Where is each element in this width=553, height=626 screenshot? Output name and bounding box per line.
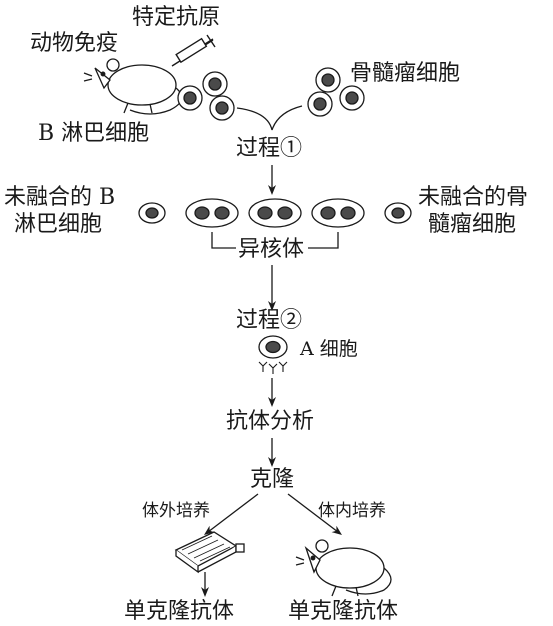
heterokaryon-bracket (211, 232, 339, 249)
unfused-myeloma-cell (384, 202, 412, 224)
antigen-label: 特定抗原 (132, 5, 220, 30)
culture-flask-icon (174, 531, 245, 574)
antibody-analysis-label: 抗体分析 (226, 409, 314, 434)
unfused-b-cell (138, 202, 166, 224)
b-lymphocyte-cells (177, 71, 235, 121)
unfused-b-label-line1: 未融合的 B (4, 185, 115, 210)
in-vivo-culture-label: 体内培养 (318, 501, 386, 521)
process-2-label: 过程② (236, 308, 302, 333)
process-1-label: 过程① (236, 136, 302, 161)
antibody-icon (258, 361, 288, 374)
monoclonal-antibody-left-label: 单克隆抗体 (124, 599, 234, 624)
heterokaryon-cells (185, 198, 365, 228)
culture-mouse-icon (295, 539, 392, 597)
monoclonal-antibody-right-label: 单克隆抗体 (288, 599, 398, 624)
heterokaryon-label: 异核体 (238, 237, 304, 262)
merge-connector (236, 105, 303, 131)
immunized-mouse-icon (83, 58, 183, 115)
unfused-myeloma-label-line1: 未融合的骨 (418, 185, 528, 210)
unfused-myeloma-label-line2: 髓瘤细胞 (428, 212, 516, 237)
myeloma-cells (307, 67, 365, 117)
unfused-b-label-line2: 淋巴细胞 (14, 212, 102, 237)
arrow-to-in-vitro (204, 493, 259, 536)
animal-immunization-label: 动物免疫 (30, 31, 118, 56)
myeloma-cell-label: 骨髓瘤细胞 (350, 61, 460, 86)
clone-label: 克隆 (250, 467, 294, 492)
a-cell-label: A 细胞 (299, 338, 358, 360)
in-vitro-culture-label: 体外培养 (142, 501, 210, 521)
b-lymphocyte-label: B 淋巴细胞 (38, 121, 149, 146)
a-cell (258, 335, 288, 359)
syringe-icon (171, 34, 216, 67)
arrow-to-in-vivo (287, 493, 342, 536)
